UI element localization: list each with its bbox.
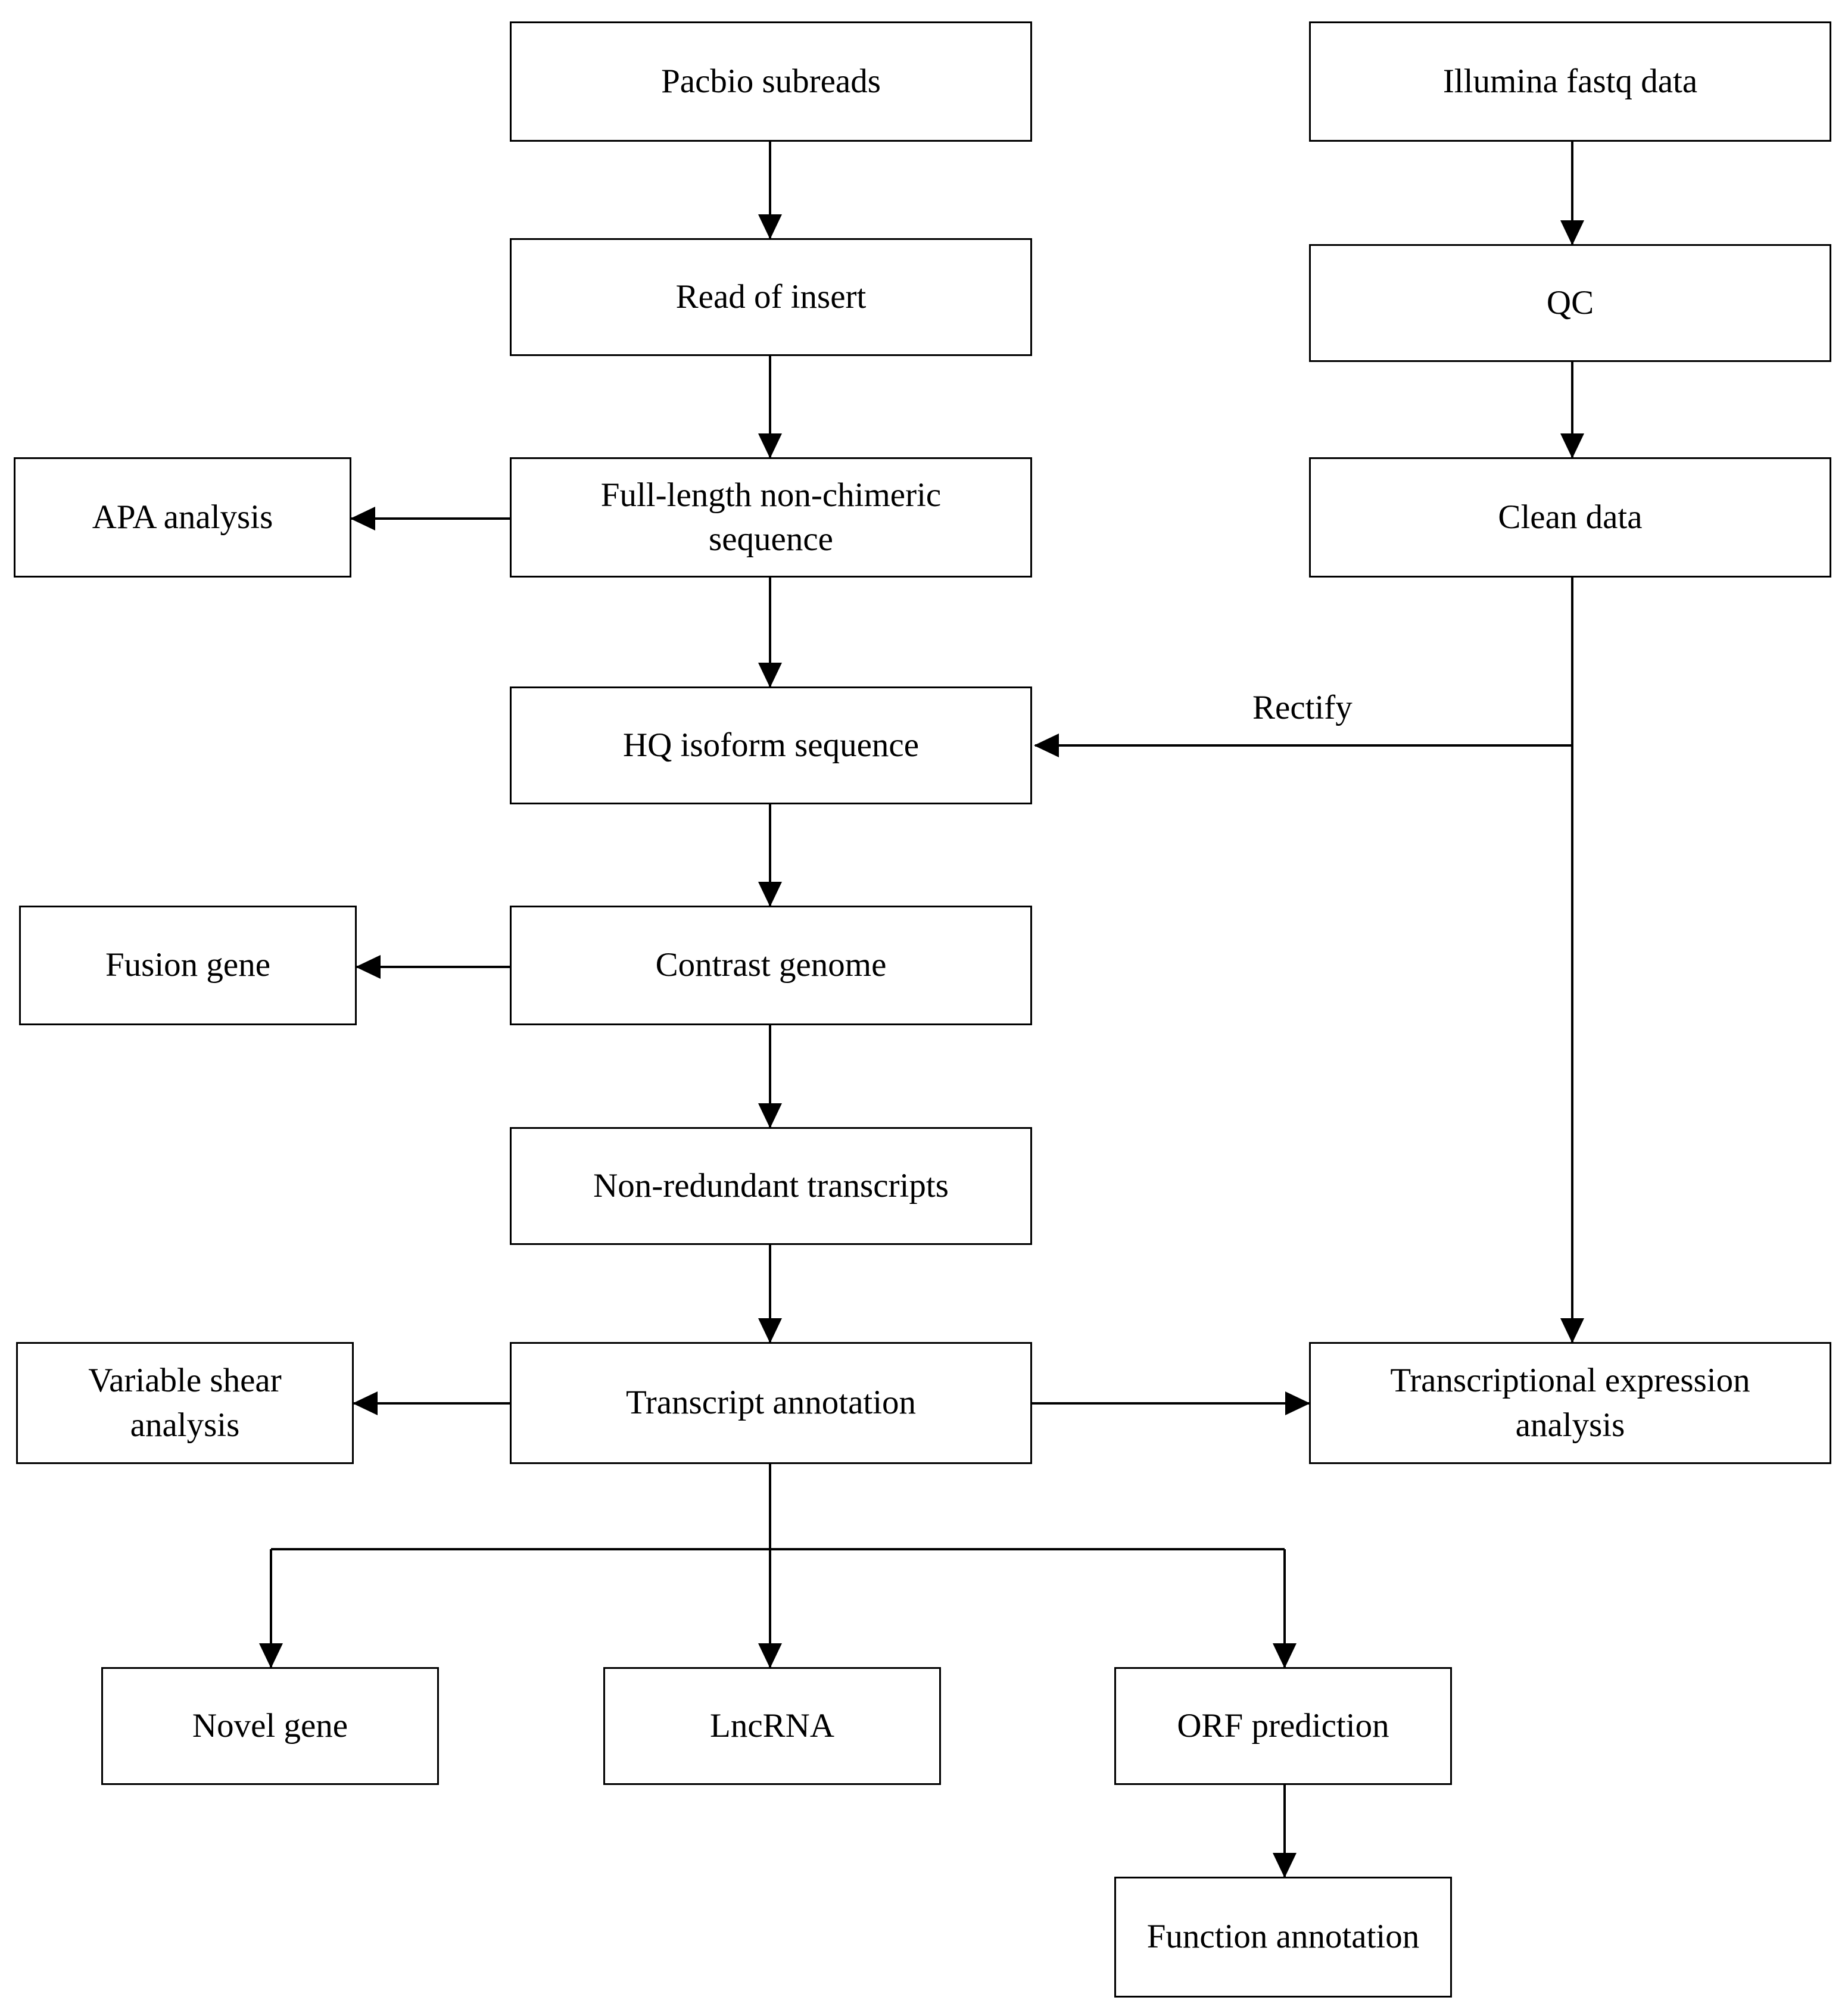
node-label: APA analysis — [92, 498, 273, 536]
arrowhead-lncrna — [758, 1643, 782, 1668]
node-label: Clean data — [1498, 498, 1643, 536]
node-label: Contrast genome — [655, 946, 887, 984]
node-contrast-genome: Contrast genome — [510, 906, 1032, 1025]
node-label: HQ isoform sequence — [622, 726, 920, 764]
arrowhead-function-annotation — [1273, 1853, 1297, 1878]
node-transcript-annotation: Transcript annotation — [510, 1342, 1032, 1464]
node-full-length-non-chimeric: Full-length non-chimeric sequence — [510, 457, 1032, 578]
node-label: Non-redundant transcripts — [593, 1166, 949, 1204]
arrowhead-expression-down — [1560, 1318, 1584, 1343]
node-label: Full-length non-chimeric sequence — [600, 476, 942, 558]
node-fusion-gene: Fusion gene — [19, 906, 357, 1025]
arrowhead-fusion-gene — [356, 955, 381, 979]
node-apa-analysis: APA analysis — [14, 457, 351, 578]
arrowhead-apa — [350, 507, 375, 530]
node-pacbio-subreads: Pacbio subreads — [510, 21, 1032, 142]
node-label: Function annotation — [1146, 1918, 1420, 1956]
node-label: Novel gene — [192, 1706, 348, 1745]
node-label: ORF prediction — [1177, 1706, 1389, 1745]
arrowhead-clean-data — [1560, 433, 1584, 458]
arrowhead-expression-right — [1285, 1391, 1310, 1415]
node-label: Transcriptional expression analysis — [1390, 1362, 1750, 1444]
arrowhead-novel-gene — [259, 1643, 283, 1668]
arrowhead-transcript-annotation — [758, 1318, 782, 1343]
node-variable-shear-analysis: Variable shear analysis — [16, 1342, 354, 1464]
node-illumina-fastq-data: Illumina fastq data — [1309, 21, 1831, 142]
node-label: LncRNA — [710, 1706, 834, 1745]
arrowhead-variable-shear — [353, 1391, 378, 1415]
node-lncrna: LncRNA — [603, 1667, 941, 1785]
arrowhead-qc — [1560, 220, 1584, 245]
node-novel-gene: Novel gene — [101, 1667, 439, 1785]
arrowhead-hq-isoform-rectify — [1034, 734, 1059, 757]
node-read-of-insert: Read of insert — [510, 238, 1032, 356]
node-label: QC — [1546, 283, 1594, 322]
arrowhead-orf-prediction — [1273, 1643, 1297, 1668]
node-hq-isoform-sequence: HQ isoform sequence — [510, 686, 1032, 804]
arrowhead-hq-isoform — [758, 663, 782, 688]
node-clean-data: Clean data — [1309, 457, 1831, 578]
node-label: Fusion gene — [105, 946, 271, 984]
arrowhead-contrast-genome — [758, 882, 782, 907]
arrowhead-read-insert — [758, 214, 782, 239]
edge-label-rectify: Rectify — [1252, 689, 1353, 726]
node-label: Variable shear analysis — [88, 1362, 282, 1444]
node-transcriptional-expression-analysis: Transcriptional expression analysis — [1309, 1342, 1831, 1464]
node-orf-prediction: ORF prediction — [1114, 1667, 1452, 1785]
node-non-redundant-transcripts: Non-redundant transcripts — [510, 1127, 1032, 1245]
arrowhead-full-length — [758, 433, 782, 458]
node-label: Read of insert — [675, 277, 867, 316]
node-function-annotation: Function annotation — [1114, 1877, 1452, 1998]
node-label: Pacbio subreads — [661, 62, 881, 100]
arrowhead-non-redundant — [758, 1103, 782, 1128]
node-qc: QC — [1309, 244, 1831, 362]
node-label: Transcript annotation — [625, 1384, 917, 1422]
node-label: Illumina fastq data — [1442, 62, 1698, 100]
